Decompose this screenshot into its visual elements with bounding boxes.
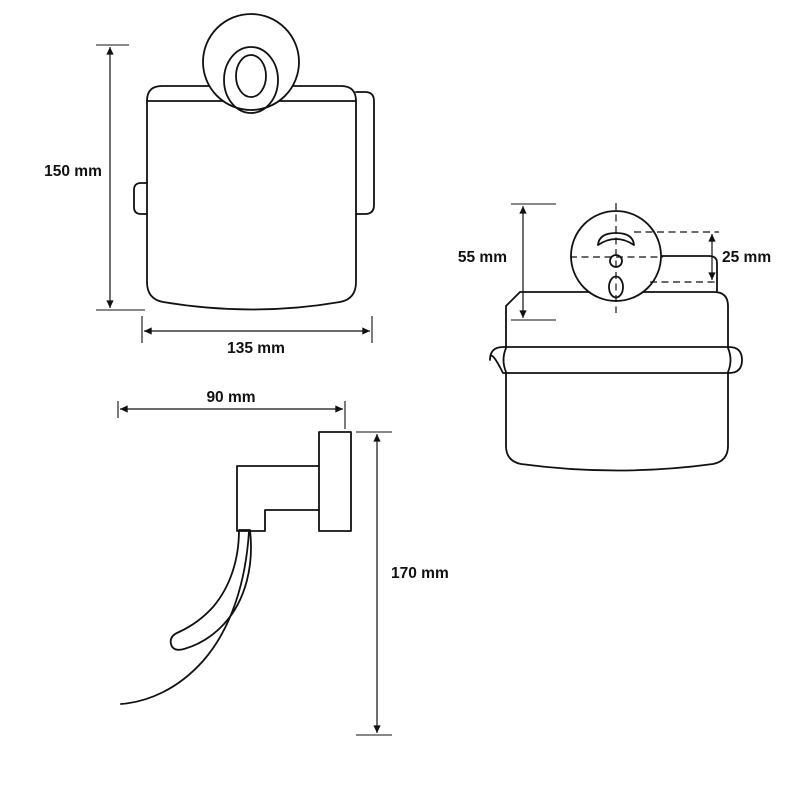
dim-side-depth: 90 mm: [117, 389, 346, 429]
cover-profile-curve: [120, 530, 250, 705]
front-height-label: 150 mm: [44, 163, 102, 180]
front-view-with-cover: 150 mm 135 mm: [44, 13, 375, 357]
roll-bar-hook: [169, 529, 252, 651]
roll-bar-bend-left: [502, 347, 507, 373]
side-depth-label: 90 mm: [206, 389, 255, 406]
front-view-mounting: 55 mm 25 mm: [458, 203, 771, 472]
side-height-label: 170 mm: [391, 565, 449, 582]
front-width-label: 135 mm: [227, 340, 285, 357]
mount-right-label: 25 mm: [722, 249, 771, 266]
roll-opening-inner: [235, 54, 267, 98]
holder-body: [505, 291, 729, 472]
cover-body: [146, 85, 357, 311]
dim-mount-right: 25 mm: [708, 234, 771, 280]
bracket-step: [659, 255, 718, 292]
dim-side-height: 170 mm: [356, 431, 449, 736]
side-view: 90 mm 170 mm: [117, 389, 449, 736]
bracket-arm: [236, 465, 320, 532]
mount-left-label: 55 mm: [458, 249, 507, 266]
roll-bar-bend-right: [727, 347, 732, 373]
dim-mount-left: 55 mm: [458, 203, 556, 321]
dim-front-width: 135 mm: [141, 316, 373, 357]
side-tab-left: [133, 182, 148, 215]
mount-rosette: [202, 13, 300, 111]
side-bracket-right: [355, 91, 375, 215]
roll-bar: [489, 346, 743, 374]
wall-plate: [318, 431, 352, 532]
roll-opening-outer: [223, 46, 279, 114]
dim-front-height: 150 mm: [44, 44, 145, 311]
hook-cap: [597, 232, 635, 246]
